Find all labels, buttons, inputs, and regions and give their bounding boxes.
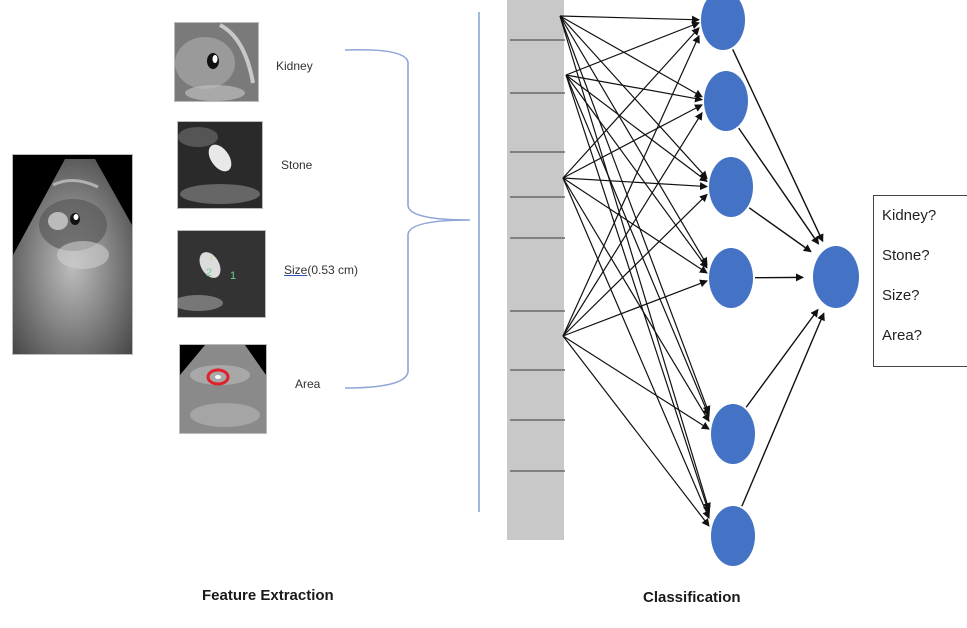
hidden-node	[704, 71, 748, 131]
input-hidden-edge	[559, 15, 708, 180]
input-hidden-edge	[562, 335, 710, 527]
feature-brace	[344, 48, 471, 389]
hidden-output-edge	[738, 127, 820, 245]
input-hidden-edge	[562, 34, 700, 337]
hidden-node	[709, 157, 753, 217]
size-thumbnail: 2 1	[177, 230, 266, 318]
input-hidden-edge	[565, 74, 710, 417]
hidden-output-edge	[732, 48, 824, 243]
feature-label-size: Size(0.53 cm)	[284, 263, 358, 277]
input-ultrasound-image	[12, 154, 133, 355]
hidden-output-edge	[748, 207, 812, 253]
input-hidden-edge	[565, 74, 711, 514]
input-hidden-edge	[562, 177, 710, 520]
input-hidden-edge	[565, 74, 708, 183]
feature-label-area: Area	[295, 377, 321, 391]
input-hidden-edge	[562, 177, 708, 191]
output-area: Area?	[882, 327, 923, 344]
classification-title: Classification	[643, 589, 741, 606]
brace-path	[344, 48, 471, 389]
feature-extraction-title: Feature Extraction	[202, 587, 334, 604]
feature-label-kidney: Kidney	[276, 59, 313, 73]
output-stone: Stone?	[882, 247, 930, 264]
output-kidney: Kidney?	[882, 207, 937, 224]
svg-text:1: 1	[230, 270, 236, 282]
hidden-output-edge	[745, 308, 819, 408]
input-hidden-edge	[565, 21, 700, 76]
input-hidden-edge	[562, 177, 710, 423]
size-label-value: (0.53 cm)	[307, 263, 359, 277]
input-hidden-edge	[562, 279, 708, 337]
output-size: Size?	[882, 287, 920, 304]
output-box: Kidney? Stone? Size? Area?	[873, 195, 967, 367]
hidden-node	[701, 0, 745, 50]
feature-label-stone: Stone	[281, 158, 313, 172]
hidden-node	[709, 248, 753, 308]
output-node	[813, 246, 859, 308]
network-nodes	[701, 0, 859, 566]
input-hidden-edge	[559, 15, 711, 415]
input-hidden-edge	[562, 177, 708, 274]
input-hidden-edge	[562, 27, 700, 179]
input-hidden-edge	[559, 15, 703, 98]
hidden-output-edge	[741, 312, 825, 507]
svg-text:2: 2	[206, 267, 212, 279]
stone-thumbnail	[177, 121, 263, 209]
input-hidden-edge	[565, 74, 708, 269]
input-hidden-edge	[562, 111, 703, 337]
area-thumbnail	[179, 344, 267, 434]
input-hidden-edge	[562, 193, 708, 337]
input-hidden-edge	[559, 15, 711, 511]
hidden-node	[711, 404, 755, 464]
input-hidden-edge	[562, 104, 703, 179]
kidney-thumbnail	[174, 22, 259, 102]
network-edges	[559, 15, 825, 527]
hidden-node	[711, 506, 755, 566]
input-hidden-edge	[565, 74, 703, 103]
input-hidden-edge	[562, 335, 710, 430]
input-layer-bar	[507, 0, 564, 540]
input-hidden-edge	[559, 15, 700, 24]
size-label-word: Size	[284, 263, 308, 277]
input-layer	[507, 0, 565, 540]
